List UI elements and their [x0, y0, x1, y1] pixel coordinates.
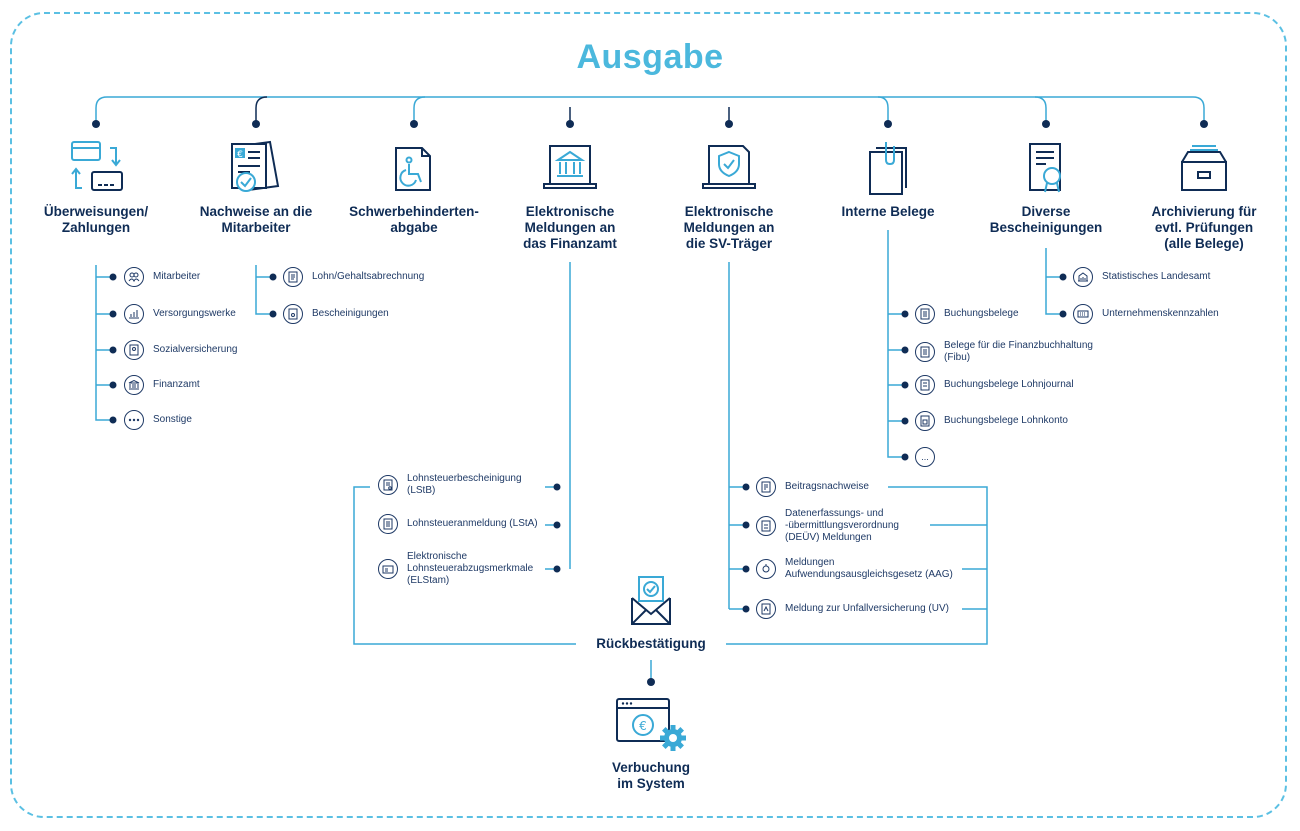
list-item-zahlungen: Finanzamt — [124, 375, 200, 395]
category-label-finanzamt: Elektronische Meldungen an das Finanzamt — [523, 204, 617, 251]
payslip-icon — [283, 267, 303, 287]
more-icon: ... — [915, 447, 935, 467]
bank-icon — [124, 375, 144, 395]
category-label-zahlungen: Überweisungen/ Zahlungen — [43, 204, 149, 235]
more-icon — [124, 410, 144, 430]
journal-icon — [915, 375, 935, 395]
list-item-nachweise: Lohn/Gehaltsabrechnung — [283, 267, 424, 287]
list-item-zahlungen: Mitarbeiter — [124, 267, 200, 287]
list-item-interne: Belege für die Finanzbuchhaltung (Fibu) — [915, 340, 1105, 364]
certificate-icon — [283, 304, 303, 324]
list-item-interne: Buchungsbelege Lohnjournal — [915, 375, 1074, 395]
list-item-sv: Datenerfassungs- und -übermittlungsveror… — [756, 508, 928, 544]
laptop-shield-icon — [702, 145, 756, 189]
balance-icon — [756, 559, 776, 579]
id-card-icon — [378, 559, 398, 579]
keyboard-metrics-icon — [1073, 304, 1093, 324]
people-icon — [124, 267, 144, 287]
confirmation-label: Rückbestätigung — [576, 636, 726, 652]
archive-box-icon — [1181, 145, 1227, 191]
list-item-diverse: Statistisches Landesamt — [1073, 267, 1210, 287]
diagram-title: Ausgabe — [576, 38, 724, 76]
tax-certificate-icon — [378, 475, 398, 495]
list-item-interne: ... — [915, 447, 935, 467]
ledger-icon — [915, 342, 935, 362]
outer-frame — [10, 12, 1287, 818]
list-item-finanzamt: Lohnsteuerbescheinigung (LStB) — [378, 473, 543, 497]
category-label-interne-belege: Interne Belege — [841, 204, 935, 219]
category-label-bescheinigungen: Diverse Bescheinigungen — [989, 204, 1103, 235]
booking-label: Verbuchung im System — [611, 760, 690, 791]
accident-report-icon — [756, 599, 776, 619]
category-label-archivierung: Archivierung für evtl. Prüfungen (alle B… — [1151, 204, 1257, 251]
statistics-building-icon — [1073, 267, 1093, 287]
list-item-zahlungen: Sonstige — [124, 410, 192, 430]
category-label-sv-traeger: Elektronische Meldungen an die SV-Träger — [683, 204, 775, 251]
laptop-bank-icon — [543, 145, 597, 189]
list-item-zahlungen: Versorgungswerke — [124, 304, 236, 324]
wheelchair-document-icon — [395, 147, 431, 191]
list-item-sv: Meldung zur Unfallversicherung (UV) — [756, 599, 949, 619]
account-icon — [915, 411, 935, 431]
list-item-diverse: Unternehmenskennzahlen — [1073, 304, 1219, 324]
list-item-interne: Buchungsbelege — [915, 304, 1019, 324]
documents-check-icon: € — [231, 140, 280, 192]
list-item-zahlungen: Sozialversicherung — [124, 340, 238, 360]
list-item-finanzamt: Elektronische Lohnsteuerabzugsmerkmale (… — [378, 551, 548, 587]
category-label-schwerbehinderten: Schwerbehinderten- abgabe — [349, 204, 479, 235]
ledger-icon — [915, 304, 935, 324]
certificate-seal-icon — [1029, 143, 1061, 193]
svg-text:€: € — [639, 719, 647, 733]
browser-euro-gear-icon: € — [616, 698, 686, 751]
envelope-check-icon — [631, 576, 671, 625]
list-item-sv: Meldungen Aufwendungsausgleichsgesetz (A… — [756, 557, 962, 581]
card-transfer-icon — [71, 141, 123, 191]
list-item-finanzamt: Lohnsteueranmeldung (LStA) — [378, 514, 543, 534]
tax-registration-icon — [378, 514, 398, 534]
data-document-icon — [756, 516, 776, 536]
list-item-interne: Buchungsbelege Lohnkonto — [915, 411, 1068, 431]
list-item-sv: Beitragsnachweise — [756, 477, 869, 497]
clipped-documents-icon — [869, 142, 907, 195]
growth-chart-icon — [124, 304, 144, 324]
contribution-document-icon — [756, 477, 776, 497]
svg-text:€: € — [237, 150, 243, 160]
list-item-nachweise: Bescheinigungen — [283, 304, 389, 324]
person-document-icon — [124, 340, 144, 360]
category-label-nachweise: Nachweise an die Mitarbeiter — [199, 204, 313, 235]
